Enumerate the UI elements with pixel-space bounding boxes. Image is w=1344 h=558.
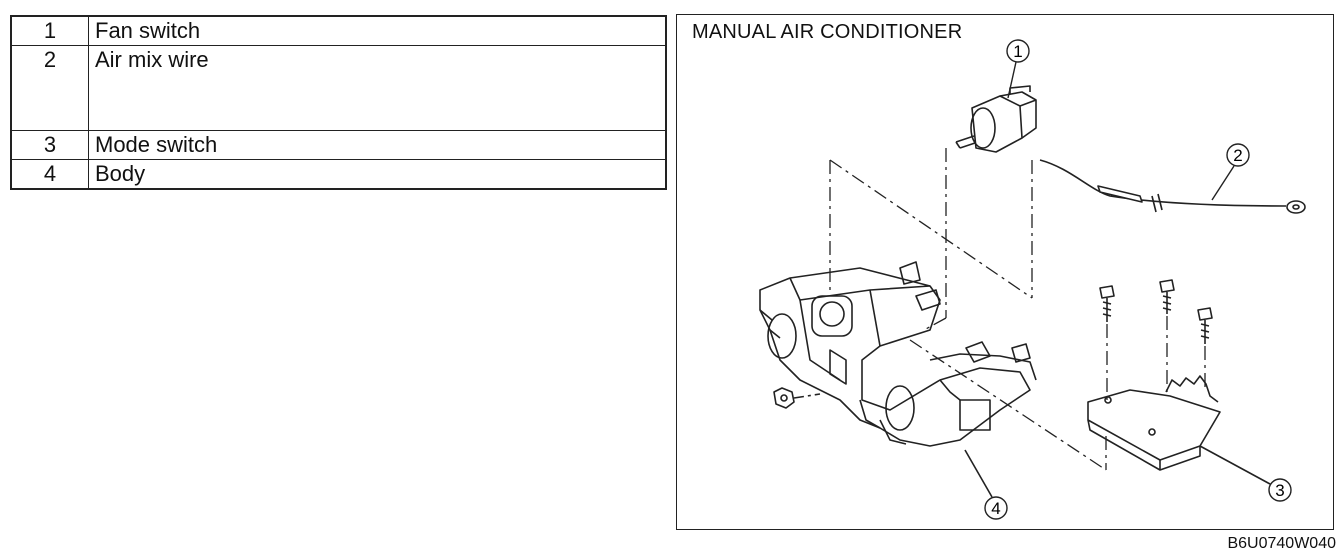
- air-mix-wire-part: [1039, 159, 1306, 214]
- body-part: [759, 261, 1037, 498]
- legend-row: 1 Fan switch: [10, 15, 667, 46]
- callout-1: 1: [1006, 39, 1030, 99]
- callout-2: 2: [1211, 143, 1250, 201]
- callout-number: 4: [991, 499, 1000, 518]
- callout-number: 2: [1233, 146, 1242, 165]
- nut-part: [773, 387, 821, 409]
- figure-code: B6U0740W040: [1227, 535, 1336, 552]
- legend-number: 2: [10, 45, 89, 131]
- screw-part: [1099, 285, 1115, 322]
- parts-legend-table: 1 Fan switch 2 Air mix wire 3 Mode switc…: [10, 15, 667, 190]
- legend-row: 3 Mode switch: [10, 130, 667, 160]
- legend-row: 4 Body: [10, 159, 667, 190]
- legend-label: Body: [88, 159, 667, 190]
- legend-row: 2 Air mix wire: [10, 45, 667, 131]
- legend-number: 4: [10, 159, 89, 190]
- callout-number: 3: [1275, 481, 1284, 500]
- legend-number: 3: [10, 130, 89, 160]
- figure-frame: [676, 14, 1334, 530]
- assembly-guide-lines: [829, 148, 1206, 471]
- fan-switch-part: [955, 85, 1037, 153]
- mode-switch-part: [1087, 375, 1271, 485]
- legend-label: Mode switch: [88, 130, 667, 160]
- callout-4: 4: [984, 496, 1008, 520]
- legend-label: Fan switch: [88, 15, 667, 46]
- callout-3: 3: [1268, 478, 1292, 502]
- callout-number: 1: [1013, 42, 1022, 61]
- screw-part: [1197, 307, 1213, 344]
- figure-title: MANUAL AIR CONDITIONER: [692, 21, 963, 43]
- screw-part: [1159, 279, 1175, 314]
